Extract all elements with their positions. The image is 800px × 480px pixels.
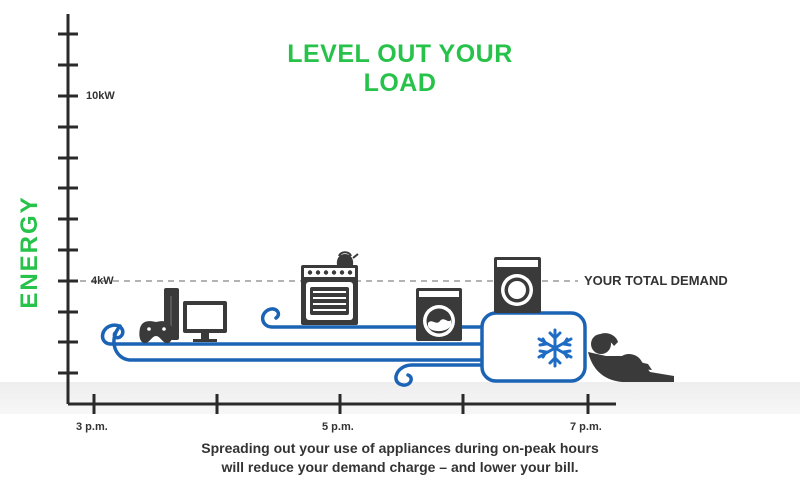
y-tick-label-10kw: 10kW — [86, 90, 115, 102]
y-tick-label-4kw: 4kW — [91, 275, 114, 287]
x-tick-label-5pm: 5 p.m. — [322, 421, 354, 433]
y-axis — [58, 14, 78, 404]
snowflake-icon — [537, 328, 573, 368]
stove-icon — [301, 265, 358, 325]
caption-line-1: Spreading out your use of appliances dur… — [201, 440, 599, 456]
y-axis-label: ENERGY — [16, 195, 43, 309]
washer-icon — [416, 288, 462, 341]
gamepad-icon — [139, 321, 173, 344]
x-tick-label-3pm: 3 p.m. — [76, 421, 108, 433]
total-demand-label: YOUR TOTAL DEMAND — [584, 273, 728, 288]
relaxing-person-icon — [588, 333, 674, 382]
x-tick-label-7pm: 7 p.m. — [570, 421, 602, 433]
air-conditioner-icon — [480, 311, 587, 383]
monitor-icon — [183, 301, 227, 342]
dryer-icon — [494, 257, 541, 313]
diagram-title: LEVEL OUT YOUR LOAD — [287, 40, 513, 97]
kettle-icon — [336, 251, 359, 265]
air-flow-pipes — [100, 307, 527, 387]
caption: Spreading out your use of appliances dur… — [130, 439, 670, 477]
floor-band — [0, 382, 800, 414]
caption-line-2: will reduce your demand charge – and low… — [221, 459, 579, 475]
x-axis — [68, 394, 616, 414]
